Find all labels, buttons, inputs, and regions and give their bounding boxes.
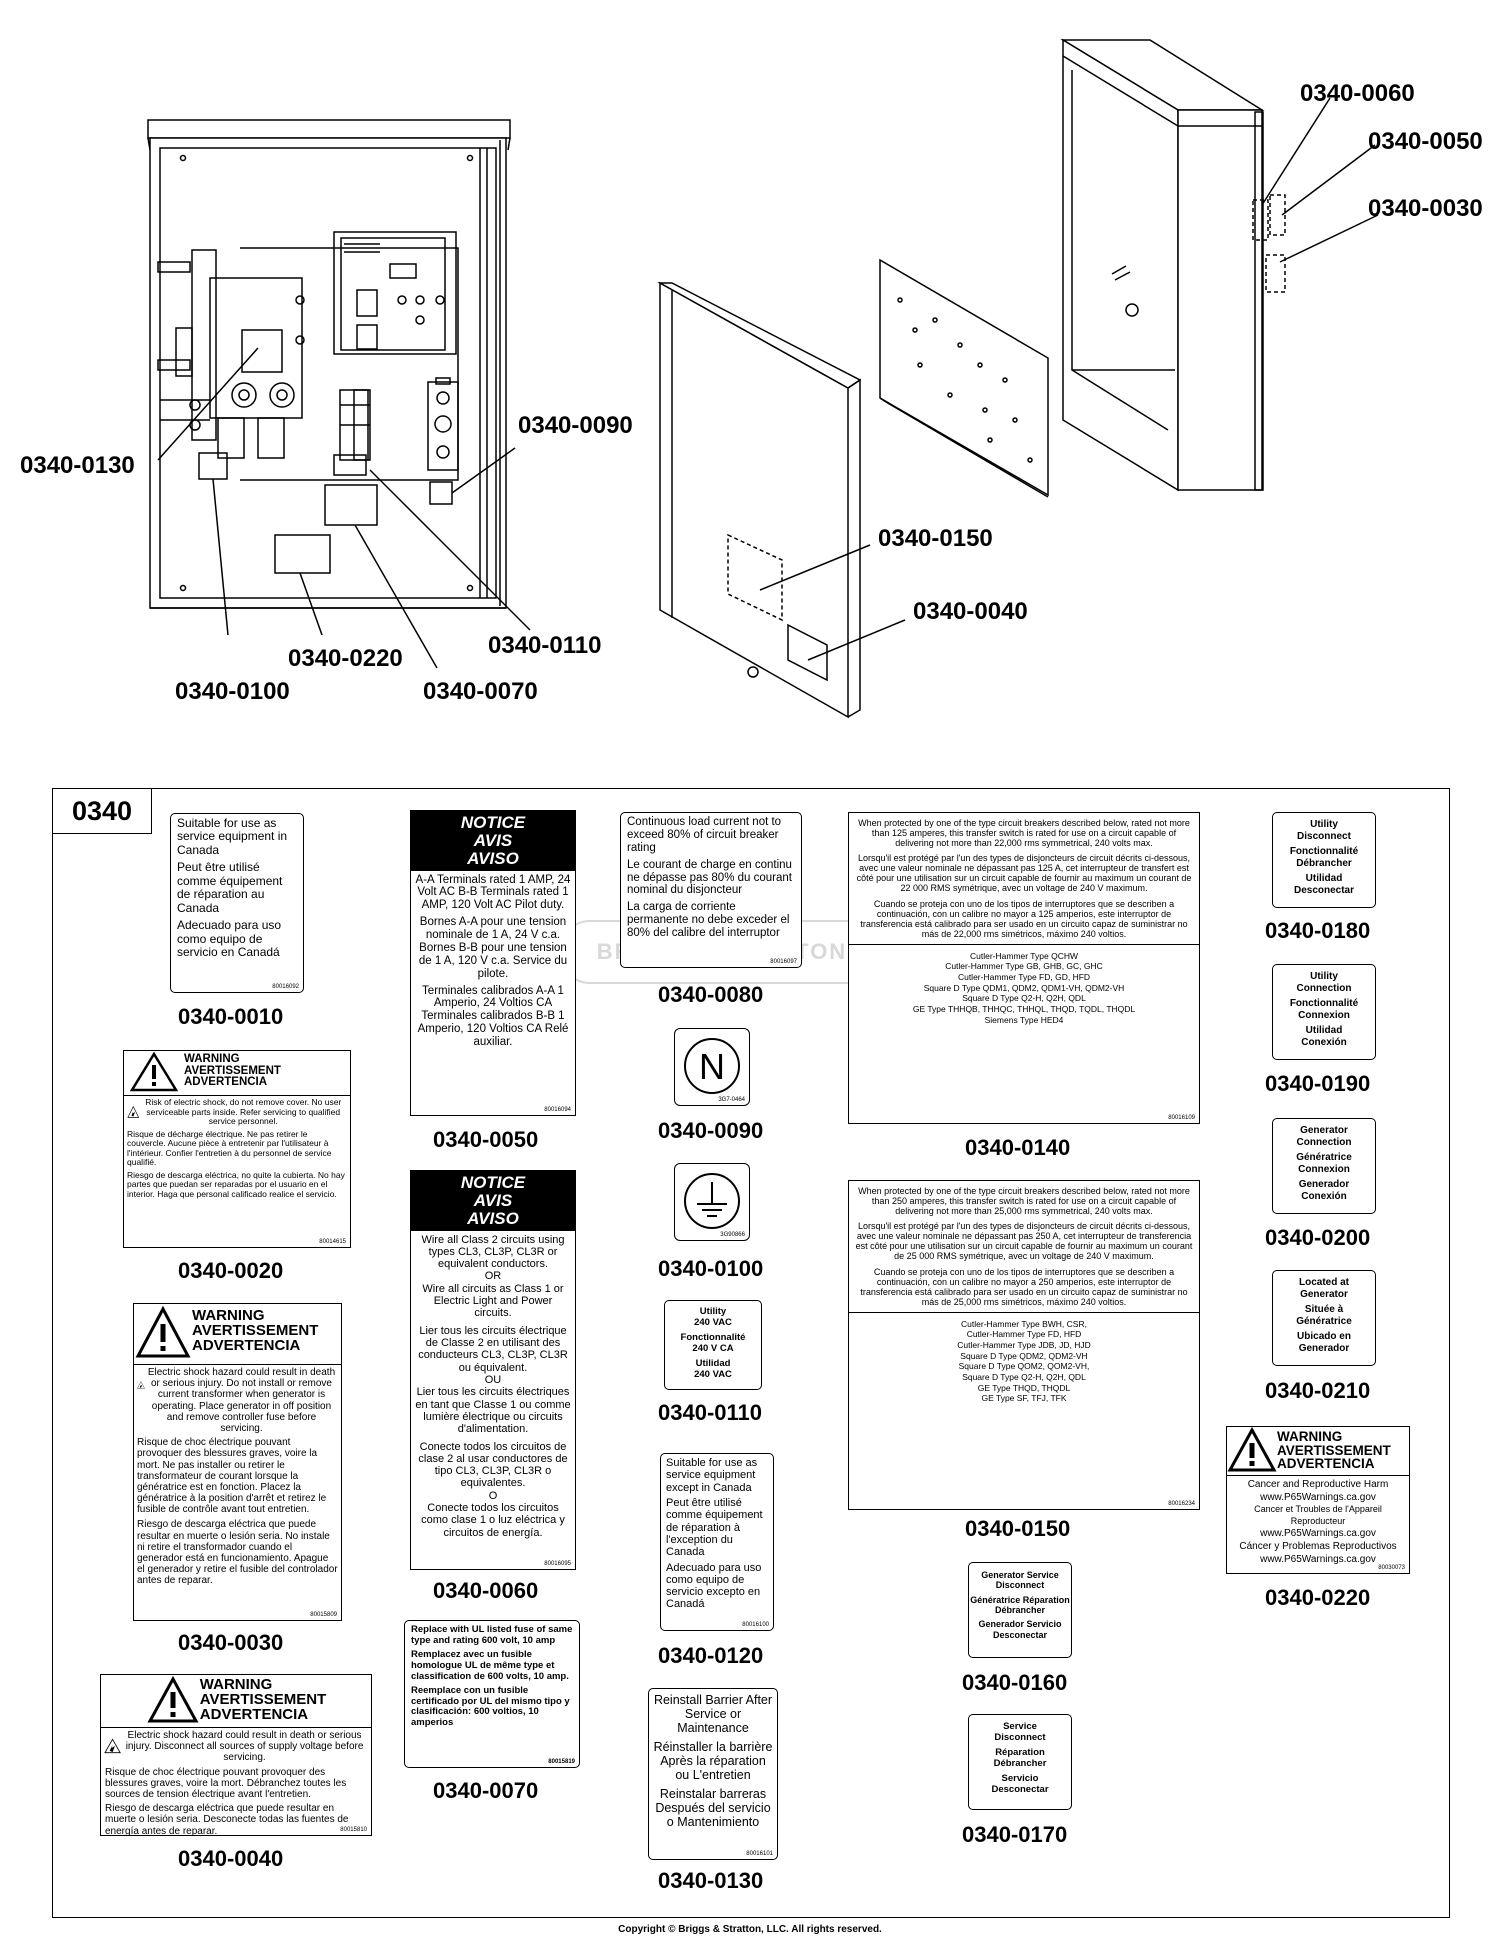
label-0340-0090: N 3G7-0464 (674, 1028, 750, 1106)
label-0340-0170: Service Disconnect Réparation Débrancher… (968, 1714, 1072, 1810)
label-0340-0010: Suitable for use as service equipment in… (170, 813, 304, 993)
label-0340-0050: NOTICE AVIS AVISO A-A Terminals rated 1 … (410, 810, 576, 1116)
callout-0030: 0340-0030 (1368, 195, 1483, 222)
label-0340-0210: Located at Generator Située à Génératric… (1272, 1270, 1376, 1366)
ground-symbol-icon (684, 1173, 740, 1229)
callout-0050: 0340-0050 (1368, 128, 1483, 155)
part-number-0170: 0340-0170 (962, 1822, 1068, 1847)
callout-0100: 0340-0100 (175, 678, 290, 705)
label-sheet-frame (52, 788, 1450, 1918)
callout-0040: 0340-0040 (913, 598, 1028, 625)
label-0340-0120: Suitable for use as service equipment ex… (660, 1453, 774, 1631)
label-0340-0200: Generator Connection Génératrice Connexi… (1272, 1118, 1376, 1214)
warning-triangle-icon (1227, 1427, 1277, 1472)
part-number-0190: 0340-0190 (1265, 1071, 1371, 1096)
enclosure-front-cover (657, 281, 862, 719)
callout-0090: 0340-0090 (518, 412, 633, 439)
label-0340-0080: Continuous load current not to exceed 80… (620, 812, 802, 968)
part-number-0140: 0340-0140 (965, 1135, 1071, 1160)
electric-shock-hand-icon (137, 1381, 145, 1389)
label-0340-0040: WARNING AVERTISSEMENT ADVERTENCIA Electr… (100, 1674, 372, 1836)
label-0340-0130: Reinstall Barrier After Service or Maint… (648, 1688, 778, 1860)
part-number-0130: 0340-0130 (658, 1868, 764, 1893)
callout-0070: 0340-0070 (423, 678, 538, 705)
electric-shock-hand-icon (104, 1738, 121, 1754)
part-number-0100: 0340-0100 (658, 1256, 764, 1281)
part-number-0150: 0340-0150 (965, 1516, 1071, 1541)
enclosure-back-box (1060, 38, 1286, 492)
part-number-0020: 0340-0020 (178, 1258, 284, 1283)
part-number-0220: 0340-0220 (1265, 1585, 1371, 1610)
enclosure-open-front-view (147, 119, 511, 609)
section-number: 0340 (52, 788, 152, 834)
label-0340-0180: Utility Disconnect Fonctionnalité Débran… (1272, 812, 1376, 908)
warning-triangle-icon (129, 1051, 179, 1092)
label-0340-0060: NOTICE AVIS AVISO Wire all Class 2 circu… (410, 1170, 576, 1570)
notice-header: NOTICE AVIS AVISO (411, 811, 575, 871)
callout-0130: 0340-0130 (20, 452, 135, 479)
part-number-0210: 0340-0210 (1265, 1378, 1371, 1403)
neutral-symbol-icon: N (684, 1038, 740, 1094)
part-number-0040: 0340-0040 (178, 1846, 284, 1871)
callout-0220: 0340-0220 (288, 645, 403, 672)
part-number-0110: 0340-0110 (658, 1400, 762, 1425)
label-0340-0020: WARNING AVERTISSEMENT ADVERTENCIA Risk o… (123, 1050, 351, 1248)
part-number-0070: 0340-0070 (433, 1778, 539, 1803)
warning-triangle-icon (147, 1675, 199, 1723)
label-0340-0150: When protected by one of the type circui… (848, 1180, 1200, 1510)
part-number-0060: 0340-0060 (433, 1578, 539, 1603)
label-0340-0160: Generator Service Disconnect Génératrice… (968, 1562, 1072, 1658)
electric-shock-hand-icon (127, 1105, 140, 1118)
label-0340-0070: Replace with UL listed fuse of same type… (404, 1620, 580, 1768)
part-number-0160: 0340-0160 (962, 1670, 1068, 1695)
mounting-backplate (879, 258, 1049, 498)
part-number-0200: 0340-0200 (1265, 1225, 1371, 1250)
callout-0150: 0340-0150 (878, 525, 993, 552)
copyright-notice: Copyright © Briggs & Stratton, LLC. All … (618, 1924, 882, 1935)
callout-0110: 0340-0110 (488, 632, 602, 659)
part-number-0050: 0340-0050 (433, 1127, 539, 1152)
warning-triangle-icon (135, 1305, 191, 1358)
label-0340-0220: WARNING AVERTISSEMENT ADVERTENCIA Cancer… (1226, 1426, 1410, 1574)
label-0340-0190: Utility Connection Fonctionnalité Connex… (1272, 964, 1376, 1060)
part-number-0120: 0340-0120 (658, 1643, 764, 1668)
part-number-0080: 0340-0080 (658, 982, 764, 1007)
part-number-0180: 0340-0180 (1265, 918, 1371, 943)
part-number-0090: 0340-0090 (658, 1118, 764, 1143)
label-0340-0100: 3G90866 (674, 1163, 750, 1241)
exploded-assembly-drawing (147, 38, 1379, 719)
part-number-0010: 0340-0010 (178, 1004, 284, 1029)
callout-0060: 0340-0060 (1300, 80, 1415, 107)
label-0340-0140: When protected by one of the type circui… (848, 812, 1200, 1124)
label-0340-0030: WARNING AVERTISSEMENT ADVERTENCIA Electr… (133, 1303, 342, 1621)
label-0340-0110: Utility 240 VAC Fonctionnalité 240 V CA … (664, 1300, 762, 1390)
notice-header: NOTICE AVIS AVISO (411, 1171, 575, 1231)
part-number-0030: 0340-0030 (178, 1630, 284, 1655)
svg-text:N: N (699, 1046, 725, 1087)
